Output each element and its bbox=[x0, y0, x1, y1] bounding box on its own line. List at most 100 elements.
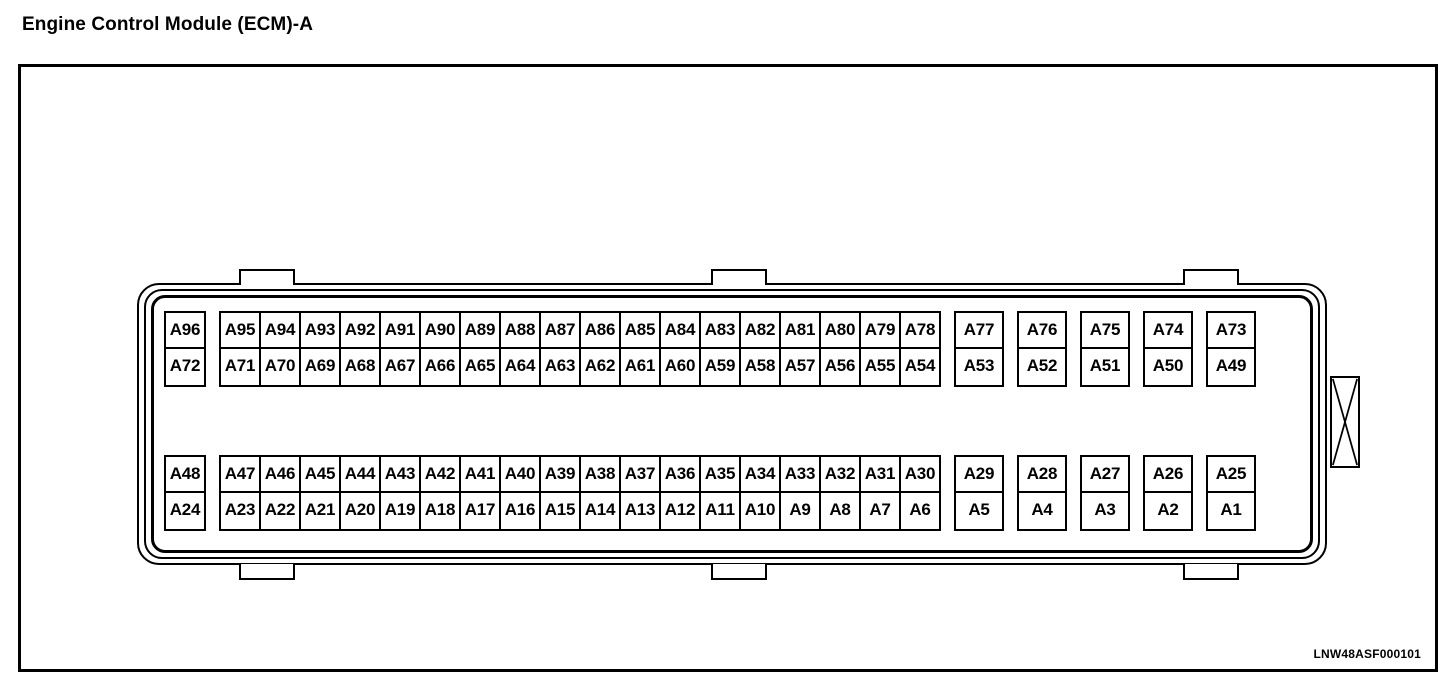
pin-terminal-A58[interactable]: A58 bbox=[741, 349, 779, 385]
pin-terminal-A23[interactable]: A23 bbox=[221, 493, 259, 529]
pin-terminal-A33[interactable]: A33 bbox=[781, 457, 819, 493]
pin-terminal-A27[interactable]: A27 bbox=[1082, 457, 1128, 493]
pin-terminal-A46[interactable]: A46 bbox=[261, 457, 299, 493]
pin-terminal-A51[interactable]: A51 bbox=[1082, 349, 1128, 385]
pin-terminal-A22[interactable]: A22 bbox=[261, 493, 299, 529]
pin-terminal-A14[interactable]: A14 bbox=[581, 493, 619, 529]
pin-terminal-A92[interactable]: A92 bbox=[341, 313, 379, 349]
pin-terminal-A10[interactable]: A10 bbox=[741, 493, 779, 529]
pin-terminal-A80[interactable]: A80 bbox=[821, 313, 859, 349]
pin-terminal-A3[interactable]: A3 bbox=[1082, 493, 1128, 529]
pin-terminal-A96[interactable]: A96 bbox=[166, 313, 204, 349]
pin-terminal-A25[interactable]: A25 bbox=[1208, 457, 1254, 493]
pin-terminal-A69[interactable]: A69 bbox=[301, 349, 339, 385]
connector-tab-bottom-left bbox=[239, 564, 295, 580]
pin-terminal-A79[interactable]: A79 bbox=[861, 313, 899, 349]
pin-terminal-A71[interactable]: A71 bbox=[221, 349, 259, 385]
pin-terminal-A28[interactable]: A28 bbox=[1019, 457, 1065, 493]
pin-terminal-A54[interactable]: A54 bbox=[901, 349, 939, 385]
pin-terminal-A82[interactable]: A82 bbox=[741, 313, 779, 349]
pin-terminal-A77[interactable]: A77 bbox=[956, 313, 1002, 349]
pin-terminal-A52[interactable]: A52 bbox=[1019, 349, 1065, 385]
pin-terminal-A74[interactable]: A74 bbox=[1145, 313, 1191, 349]
pin-terminal-A86[interactable]: A86 bbox=[581, 313, 619, 349]
pin-terminal-A6[interactable]: A6 bbox=[901, 493, 939, 529]
pin-terminal-A9[interactable]: A9 bbox=[781, 493, 819, 529]
pin-terminal-A34[interactable]: A34 bbox=[741, 457, 779, 493]
pin-terminal-A2[interactable]: A2 bbox=[1145, 493, 1191, 529]
pin-terminal-A29[interactable]: A29 bbox=[956, 457, 1002, 493]
pin-terminal-A62[interactable]: A62 bbox=[581, 349, 619, 385]
pin-terminal-A16[interactable]: A16 bbox=[501, 493, 539, 529]
pin-terminal-A60[interactable]: A60 bbox=[661, 349, 699, 385]
pin-terminal-A24[interactable]: A24 bbox=[166, 493, 204, 529]
pin-terminal-A67[interactable]: A67 bbox=[381, 349, 419, 385]
pin-terminal-A81[interactable]: A81 bbox=[781, 313, 819, 349]
pin-terminal-A57[interactable]: A57 bbox=[781, 349, 819, 385]
pin-terminal-A68[interactable]: A68 bbox=[341, 349, 379, 385]
pin-terminal-A94[interactable]: A94 bbox=[261, 313, 299, 349]
pin-terminal-A84[interactable]: A84 bbox=[661, 313, 699, 349]
pin-terminal-A39[interactable]: A39 bbox=[541, 457, 579, 493]
pin-terminal-A93[interactable]: A93 bbox=[301, 313, 339, 349]
pin-terminal-A42[interactable]: A42 bbox=[421, 457, 459, 493]
pin-terminal-A12[interactable]: A12 bbox=[661, 493, 699, 529]
pin-terminal-A48[interactable]: A48 bbox=[166, 457, 204, 493]
pin-terminal-A26[interactable]: A26 bbox=[1145, 457, 1191, 493]
pin-terminal-A38[interactable]: A38 bbox=[581, 457, 619, 493]
pin-terminal-A32[interactable]: A32 bbox=[821, 457, 859, 493]
pin-terminal-A89[interactable]: A89 bbox=[461, 313, 499, 349]
pin-terminal-A30[interactable]: A30 bbox=[901, 457, 939, 493]
pin-terminal-A17[interactable]: A17 bbox=[461, 493, 499, 529]
pin-terminal-A35[interactable]: A35 bbox=[701, 457, 739, 493]
pin-terminal-A18[interactable]: A18 bbox=[421, 493, 459, 529]
pin-terminal-A90[interactable]: A90 bbox=[421, 313, 459, 349]
pin-terminal-A73[interactable]: A73 bbox=[1208, 313, 1254, 349]
pin-terminal-A21[interactable]: A21 bbox=[301, 493, 339, 529]
pin-terminal-A76[interactable]: A76 bbox=[1019, 313, 1065, 349]
pin-terminal-A36[interactable]: A36 bbox=[661, 457, 699, 493]
pin-terminal-A45[interactable]: A45 bbox=[301, 457, 339, 493]
pin-terminal-A64[interactable]: A64 bbox=[501, 349, 539, 385]
pin-terminal-A20[interactable]: A20 bbox=[341, 493, 379, 529]
pin-terminal-A43[interactable]: A43 bbox=[381, 457, 419, 493]
pin-terminal-A75[interactable]: A75 bbox=[1082, 313, 1128, 349]
pin-terminal-A13[interactable]: A13 bbox=[621, 493, 659, 529]
pin-terminal-A53[interactable]: A53 bbox=[956, 349, 1002, 385]
pin-terminal-A40[interactable]: A40 bbox=[501, 457, 539, 493]
pin-terminal-A56[interactable]: A56 bbox=[821, 349, 859, 385]
pin-terminal-A41[interactable]: A41 bbox=[461, 457, 499, 493]
pin-terminal-A78[interactable]: A78 bbox=[901, 313, 939, 349]
pin-terminal-A72[interactable]: A72 bbox=[166, 349, 204, 385]
pin-terminal-A47[interactable]: A47 bbox=[221, 457, 259, 493]
pin-terminal-A37[interactable]: A37 bbox=[621, 457, 659, 493]
pin-terminal-A83[interactable]: A83 bbox=[701, 313, 739, 349]
pin-terminal-A87[interactable]: A87 bbox=[541, 313, 579, 349]
pin-terminal-A15[interactable]: A15 bbox=[541, 493, 579, 529]
pin-terminal-A61[interactable]: A61 bbox=[621, 349, 659, 385]
pin-terminal-A95[interactable]: A95 bbox=[221, 313, 259, 349]
pin-terminal-A31[interactable]: A31 bbox=[861, 457, 899, 493]
pin-terminal-A91[interactable]: A91 bbox=[381, 313, 419, 349]
pin-terminal-A70[interactable]: A70 bbox=[261, 349, 299, 385]
pin-terminal-A11[interactable]: A11 bbox=[701, 493, 739, 529]
pin-terminal-A88[interactable]: A88 bbox=[501, 313, 539, 349]
pin-terminal-A19[interactable]: A19 bbox=[381, 493, 419, 529]
pin-terminal-A7[interactable]: A7 bbox=[861, 493, 899, 529]
pin-terminal-A59[interactable]: A59 bbox=[701, 349, 739, 385]
pin-terminal-A63[interactable]: A63 bbox=[541, 349, 579, 385]
pin-terminal-A50[interactable]: A50 bbox=[1145, 349, 1191, 385]
pin-terminal-A8[interactable]: A8 bbox=[821, 493, 859, 529]
pin-terminal-A65[interactable]: A65 bbox=[461, 349, 499, 385]
pin-terminal-A4[interactable]: A4 bbox=[1019, 493, 1065, 529]
pin-terminal-A85[interactable]: A85 bbox=[621, 313, 659, 349]
pin-terminal-A49[interactable]: A49 bbox=[1208, 349, 1254, 385]
pin-terminal-A5[interactable]: A5 bbox=[956, 493, 1002, 529]
pin-terminal-A66[interactable]: A66 bbox=[421, 349, 459, 385]
connector-tab-bottom-right bbox=[1183, 564, 1239, 580]
pin-terminal-A44[interactable]: A44 bbox=[341, 457, 379, 493]
pin-terminal-A55[interactable]: A55 bbox=[861, 349, 899, 385]
pin-terminal-A1[interactable]: A1 bbox=[1208, 493, 1254, 529]
